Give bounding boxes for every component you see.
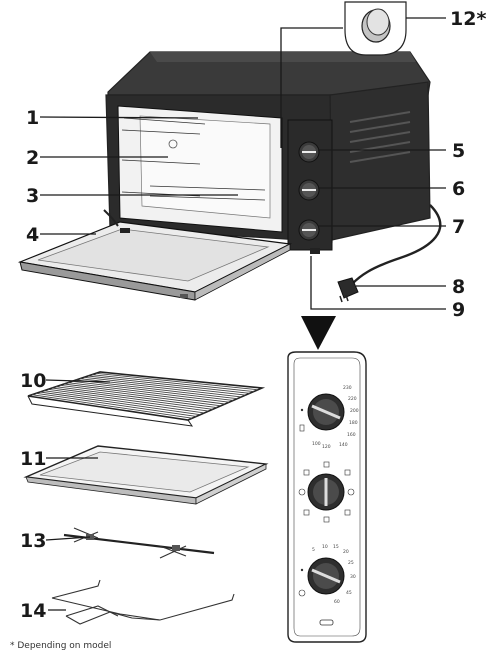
down-arrow-icon — [301, 316, 336, 350]
callout-12: 12* — [450, 8, 486, 30]
callout-4: 4 — [26, 224, 39, 246]
temp-tick: 180 — [349, 420, 358, 426]
temp-tick: 120 — [322, 444, 331, 450]
timer-tick: 25 — [348, 560, 354, 566]
timer-tick: 45 — [346, 590, 352, 596]
callout-10: 10 — [20, 370, 46, 392]
dot-icon — [301, 569, 303, 571]
callout-8: 8 — [452, 276, 465, 298]
dot-icon — [301, 409, 303, 411]
callout-2: 2 — [26, 147, 39, 169]
timer-tick: 60 — [334, 599, 340, 605]
callout-11: 11 — [20, 448, 46, 470]
temp-tick: 220 — [348, 396, 357, 402]
callout-1: 1 — [26, 107, 39, 129]
callout-14: 14 — [20, 600, 46, 622]
temp-tick: 100 — [312, 441, 321, 447]
function-knob — [308, 474, 344, 510]
oven-knob — [299, 180, 319, 200]
timer-tick: 15 — [333, 544, 339, 550]
callout-7: 7 — [452, 216, 465, 238]
knob-detail-inset — [345, 2, 406, 55]
timer-tick: 30 — [350, 574, 356, 580]
control-panel-detail: 100 120 140 160 180 200 220 230 — [288, 352, 366, 642]
oven-knob — [299, 220, 319, 240]
callout-5: 5 — [452, 140, 465, 162]
callout-3: 3 — [26, 185, 39, 207]
baking-tray — [26, 446, 266, 504]
temp-tick: 140 — [339, 442, 348, 448]
rotisserie-spit — [64, 528, 214, 558]
oven-knob — [299, 142, 319, 162]
temp-tick: 230 — [343, 385, 352, 391]
temp-tick: 200 — [350, 408, 359, 414]
temperature-knob — [308, 394, 344, 430]
timer-tick: 20 — [343, 549, 349, 555]
temp-tick: 160 — [347, 432, 356, 438]
callout-9: 9 — [452, 299, 465, 321]
footnote: * Depending on model — [10, 641, 111, 651]
oven-illustration — [20, 52, 440, 302]
timer-knob — [308, 558, 344, 594]
timer-tick: 5 — [312, 547, 315, 553]
callout-6: 6 — [452, 178, 465, 200]
rack-handle — [52, 580, 234, 624]
callout-13: 13 — [20, 530, 46, 552]
timer-tick: 10 — [322, 544, 328, 550]
